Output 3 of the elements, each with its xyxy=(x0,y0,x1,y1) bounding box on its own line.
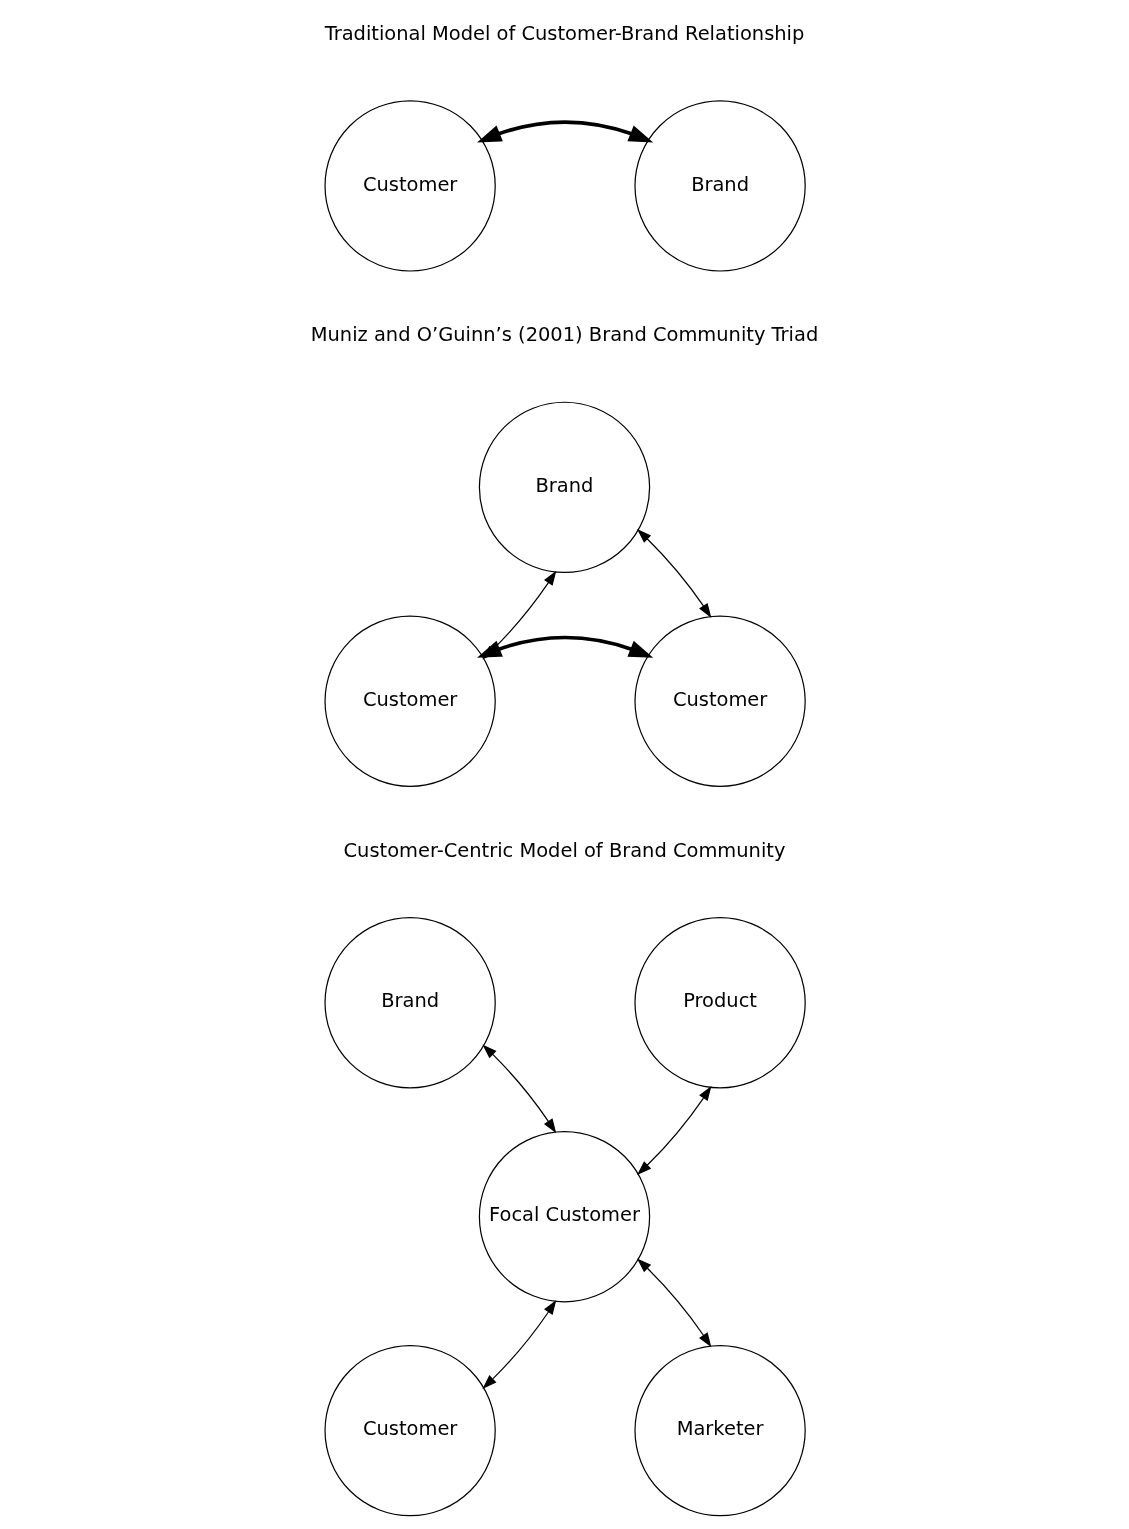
label: Traditional Model of Customer-Brand Relationship xyxy=(324,21,805,45)
label: Customer-Centric Model of Brand Community xyxy=(343,838,786,862)
label: Muniz and O’Guinn’s (2001) Brand Community Triad xyxy=(310,323,819,347)
